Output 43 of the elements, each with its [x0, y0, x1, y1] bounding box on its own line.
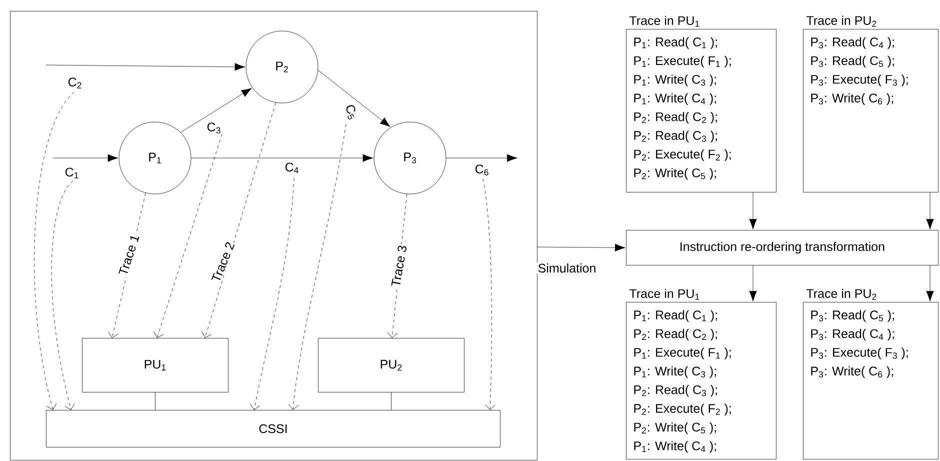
- dashed-arrow: [202, 102, 276, 338]
- interconnect-bar: CSSI: [46, 410, 500, 448]
- dashed-arrow: [52, 180, 75, 410]
- trace-box: Trace in PU$_{1}$ P$_{1}$: Read( C$_{1}$ ); P$_{2}$: Read( C$_{2}$ ); P$_{1}$: Execute( F$_{1}$ ); P$_{1}$: Write( C$_{3}$ ); P$_{2}$: Read( C$_{3}$ ); P$_{2}$: Execute( F$_{2}$ ); P$_{2}$: Write( C$_{5}$ ); P$_{1}$: Write( C$_{4}$ );: [626, 288, 776, 460]
- arrow: [52, 154, 118, 162]
- connector-line: [391, 392, 392, 410]
- trace-box: Trace in PU$_{1}$ P$_{1}$: Read( C$_{1}$ ); P$_{1}$: Execute( F$_{1}$ ); P$_{1}$: Write( C$_{3}$ ); P$_{1}$: Write( C$_{4}$ ); P$_{2}$: Read( C$_{2}$ ); P$_{2}$: Read( C$_{3}$ ); P$_{2}$: Execute( F$_{2}$ ); P$_{2}$: Write( C$_{5}$ );: [626, 16, 776, 192]
- edge-label: C$_{2}$: [66, 76, 84, 90]
- trace-box: Trace in PU$_{2}$ P$_{3}$: Read( C$_{5}$ ); P$_{3}$: Read( C$_{4}$ ); P$_{3}$: Execute( F$_{3}$ ); P$_{3}$: Write( C$_{6}$ );: [803, 288, 938, 460]
- node-label: Trace in PU$_{1}$: [629, 288, 700, 300]
- edge-label: Trace 2: [210, 240, 236, 284]
- dashed-arrow: [154, 134, 222, 338]
- edge-label: C$_{5}$: [342, 102, 360, 122]
- processing-unit-box: PU$_{1}$: [82, 338, 228, 392]
- process-box: Instruction re-ordering transformation: [626, 230, 938, 266]
- dashed-arrow: [34, 92, 74, 410]
- node-label: Trace in PU$_{2}$: [806, 16, 876, 27]
- edge-label: C$_{3}$: [206, 122, 222, 134]
- arrow: [446, 154, 518, 162]
- dashed-arrow: [250, 178, 294, 410]
- arrow: [180, 88, 252, 133]
- arrow: [749, 192, 757, 230]
- edge-label: C$_{6}$: [474, 164, 490, 176]
- connector-line: [155, 392, 156, 410]
- edge-label: Trace 1: [117, 232, 141, 278]
- simulation-frame: [10, 11, 538, 460]
- arrow: [926, 192, 934, 230]
- edge-label: C$_{1}$: [64, 166, 80, 180]
- dashed-arrow: [288, 124, 346, 410]
- arrow: [191, 154, 374, 162]
- node-label: Trace in PU$_{1}$: [629, 16, 700, 27]
- processing-unit-box: PU$_{2}$: [318, 338, 464, 392]
- arrow: [46, 63, 246, 71]
- arrow: [926, 265, 934, 302]
- arrow: [537, 244, 626, 252]
- node-label: Trace in PU$_{2}$: [806, 288, 876, 300]
- edge-label: Trace 3: [390, 243, 408, 289]
- edge-label: Simulation: [536, 262, 598, 274]
- arrow: [749, 265, 757, 302]
- arrow: [318, 70, 390, 127]
- edge-label: C$_{4}$: [284, 162, 300, 174]
- dashed-arrow: [482, 178, 496, 410]
- trace-box: Trace in PU$_{2}$ P$_{3}$: Read( C$_{4}$ ); P$_{3}$: Read( C$_{5}$ ); P$_{3}$: Execute( F$_{3}$ ); P$_{3}$: Write( C$_{6}$ );: [803, 16, 938, 192]
